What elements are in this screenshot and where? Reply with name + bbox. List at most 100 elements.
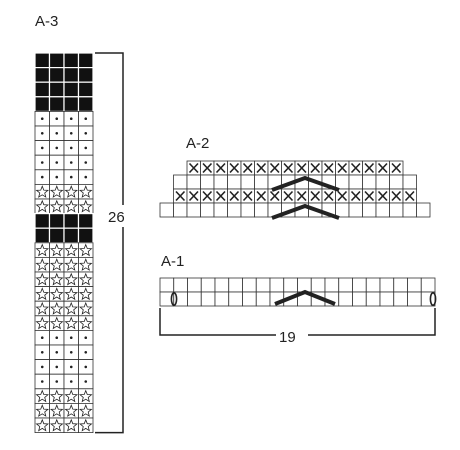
filled-square-symbol xyxy=(48,81,65,98)
grid-cell xyxy=(254,202,269,218)
grid-cell xyxy=(173,277,188,293)
grid-cell xyxy=(213,174,228,190)
filled-square-symbol xyxy=(63,66,80,83)
chart-a3-grid xyxy=(34,52,94,434)
dot-symbol xyxy=(69,146,73,150)
filled-square-symbol xyxy=(77,213,94,229)
star-symbol xyxy=(78,243,93,257)
filled-square-symbol xyxy=(34,227,51,244)
star-symbol xyxy=(78,404,93,417)
cross-symbol xyxy=(310,162,321,174)
grid-cell xyxy=(173,174,188,190)
filled-square-symbol xyxy=(34,213,51,229)
grid-cell xyxy=(335,174,350,190)
star-symbol xyxy=(64,301,79,315)
grid-cell xyxy=(324,277,340,293)
star-symbol xyxy=(35,199,50,213)
star-symbol xyxy=(35,185,50,198)
filled-square-symbol xyxy=(63,96,80,113)
cross-symbol xyxy=(229,162,240,174)
chart-a3-row-count: 26 xyxy=(108,209,125,226)
star-symbol xyxy=(35,418,50,432)
grid-cell xyxy=(407,277,422,293)
filled-square-symbol xyxy=(48,52,65,69)
chart-a1-stitch-bracket xyxy=(159,308,436,346)
grid-cell xyxy=(297,277,312,293)
grid-cell xyxy=(310,277,326,293)
grid-cell xyxy=(214,277,230,293)
bracket-label-gap xyxy=(276,326,308,346)
star-symbol xyxy=(78,418,93,432)
star-symbol xyxy=(35,316,50,330)
grid-cell xyxy=(214,291,230,307)
star-symbol xyxy=(35,389,50,403)
grid-cell xyxy=(335,202,350,218)
dot-symbol xyxy=(55,161,59,164)
chart-a1-grid xyxy=(159,277,437,307)
dot-symbol xyxy=(84,380,88,383)
dot-symbol xyxy=(55,365,59,369)
chart-a2-label: A-2 xyxy=(186,135,209,152)
cross-symbol xyxy=(296,162,307,174)
grid-cell xyxy=(187,277,202,293)
grid-cell xyxy=(200,174,215,190)
cross-symbol xyxy=(350,162,361,174)
cross-symbol xyxy=(242,162,253,174)
dot-symbol xyxy=(40,336,44,340)
cross-symbol xyxy=(202,190,213,202)
star-symbol xyxy=(49,243,64,257)
cross-symbol xyxy=(242,190,253,202)
star-symbol xyxy=(78,316,93,330)
filled-square-symbol xyxy=(48,96,65,113)
cross-symbol xyxy=(256,190,267,202)
star-symbol xyxy=(49,418,64,432)
filled-square-symbol xyxy=(48,227,65,244)
dot-symbol xyxy=(40,146,44,150)
dot-symbol xyxy=(55,380,59,383)
filled-square-symbol xyxy=(48,66,65,83)
cross-symbol xyxy=(323,162,334,174)
grid-cell xyxy=(254,174,269,190)
grid-cell xyxy=(228,291,243,307)
star-symbol xyxy=(64,404,79,417)
cross-symbol xyxy=(283,162,294,174)
filled-square-symbol xyxy=(63,213,80,229)
dot-symbol xyxy=(84,365,88,369)
dot-symbol xyxy=(55,117,59,120)
star-symbol xyxy=(49,272,64,286)
grid-cell xyxy=(173,202,188,218)
grid-cell xyxy=(402,174,417,190)
grid-cell xyxy=(389,174,404,190)
grid-cell xyxy=(338,277,353,293)
grid-cell xyxy=(159,277,175,293)
cross-symbol xyxy=(310,190,321,202)
dot-symbol xyxy=(69,336,73,340)
dot-symbol xyxy=(40,351,44,354)
cross-symbol xyxy=(202,162,213,174)
grid-cell xyxy=(227,202,242,218)
chevron-decrease-symbol xyxy=(274,289,336,306)
chevron-decrease-symbol xyxy=(271,203,340,220)
filled-square-symbol xyxy=(34,52,51,69)
filled-square-symbol xyxy=(34,96,51,113)
cross-symbol xyxy=(269,190,280,202)
star-symbol xyxy=(49,301,64,315)
grid-cell xyxy=(375,174,390,190)
cross-symbol xyxy=(364,190,375,202)
grid-cell xyxy=(228,277,243,293)
dot-symbol xyxy=(84,132,88,135)
dot-symbol xyxy=(69,351,73,354)
dot-symbol xyxy=(40,132,44,135)
star-symbol xyxy=(35,404,50,417)
grid-cell xyxy=(255,291,271,307)
filled-square-symbol xyxy=(63,227,80,244)
filled-square-symbol xyxy=(63,81,80,98)
cross-symbol xyxy=(377,190,388,202)
star-symbol xyxy=(78,272,93,286)
cross-symbol xyxy=(350,190,361,202)
grid-cell xyxy=(362,202,377,218)
star-symbol xyxy=(49,389,64,403)
dot-symbol xyxy=(84,161,88,164)
filled-square-symbol xyxy=(63,52,80,69)
